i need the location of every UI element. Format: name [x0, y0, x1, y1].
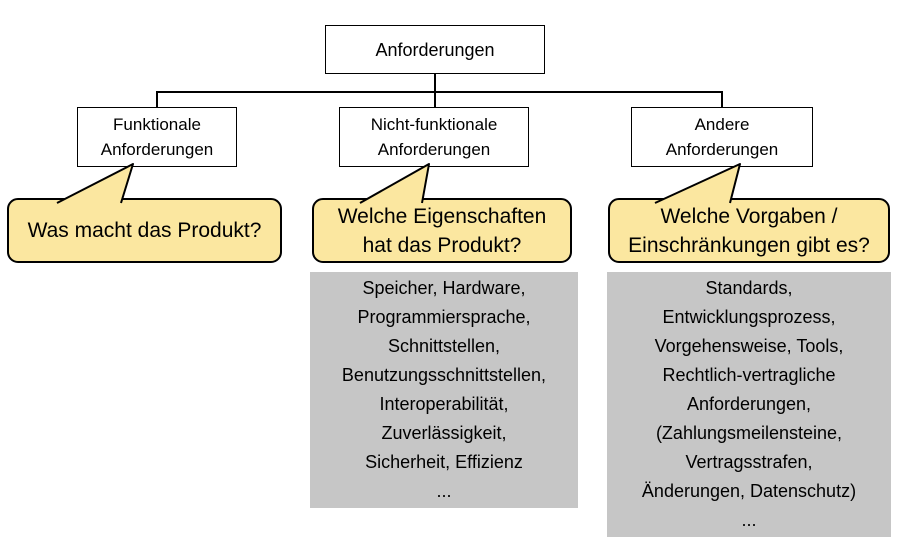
node-funktionale-anforderungen: Funktionale Anforderungen — [77, 107, 237, 167]
node-andere-anforderungen: Andere Anforderungen — [631, 107, 813, 167]
callout-funktionale-question: Was macht das Produkt? — [7, 198, 282, 263]
node-anforderungen: Anforderungen — [325, 25, 545, 74]
node-nicht-funktionale-anforderungen: Nicht-funktionale Anforderungen — [339, 107, 529, 167]
examples-nicht-funktionale: Speicher, Hardware, Programmiersprache, … — [310, 272, 578, 508]
examples-andere: Standards, Entwicklungsprozess, Vorgehen… — [607, 272, 891, 537]
callout-andere-question: Welche Vorgaben / Einschränkungen gibt e… — [608, 198, 890, 263]
callout-nicht-funktionale-question: Welche Eigenschaften hat das Produkt? — [312, 198, 572, 263]
